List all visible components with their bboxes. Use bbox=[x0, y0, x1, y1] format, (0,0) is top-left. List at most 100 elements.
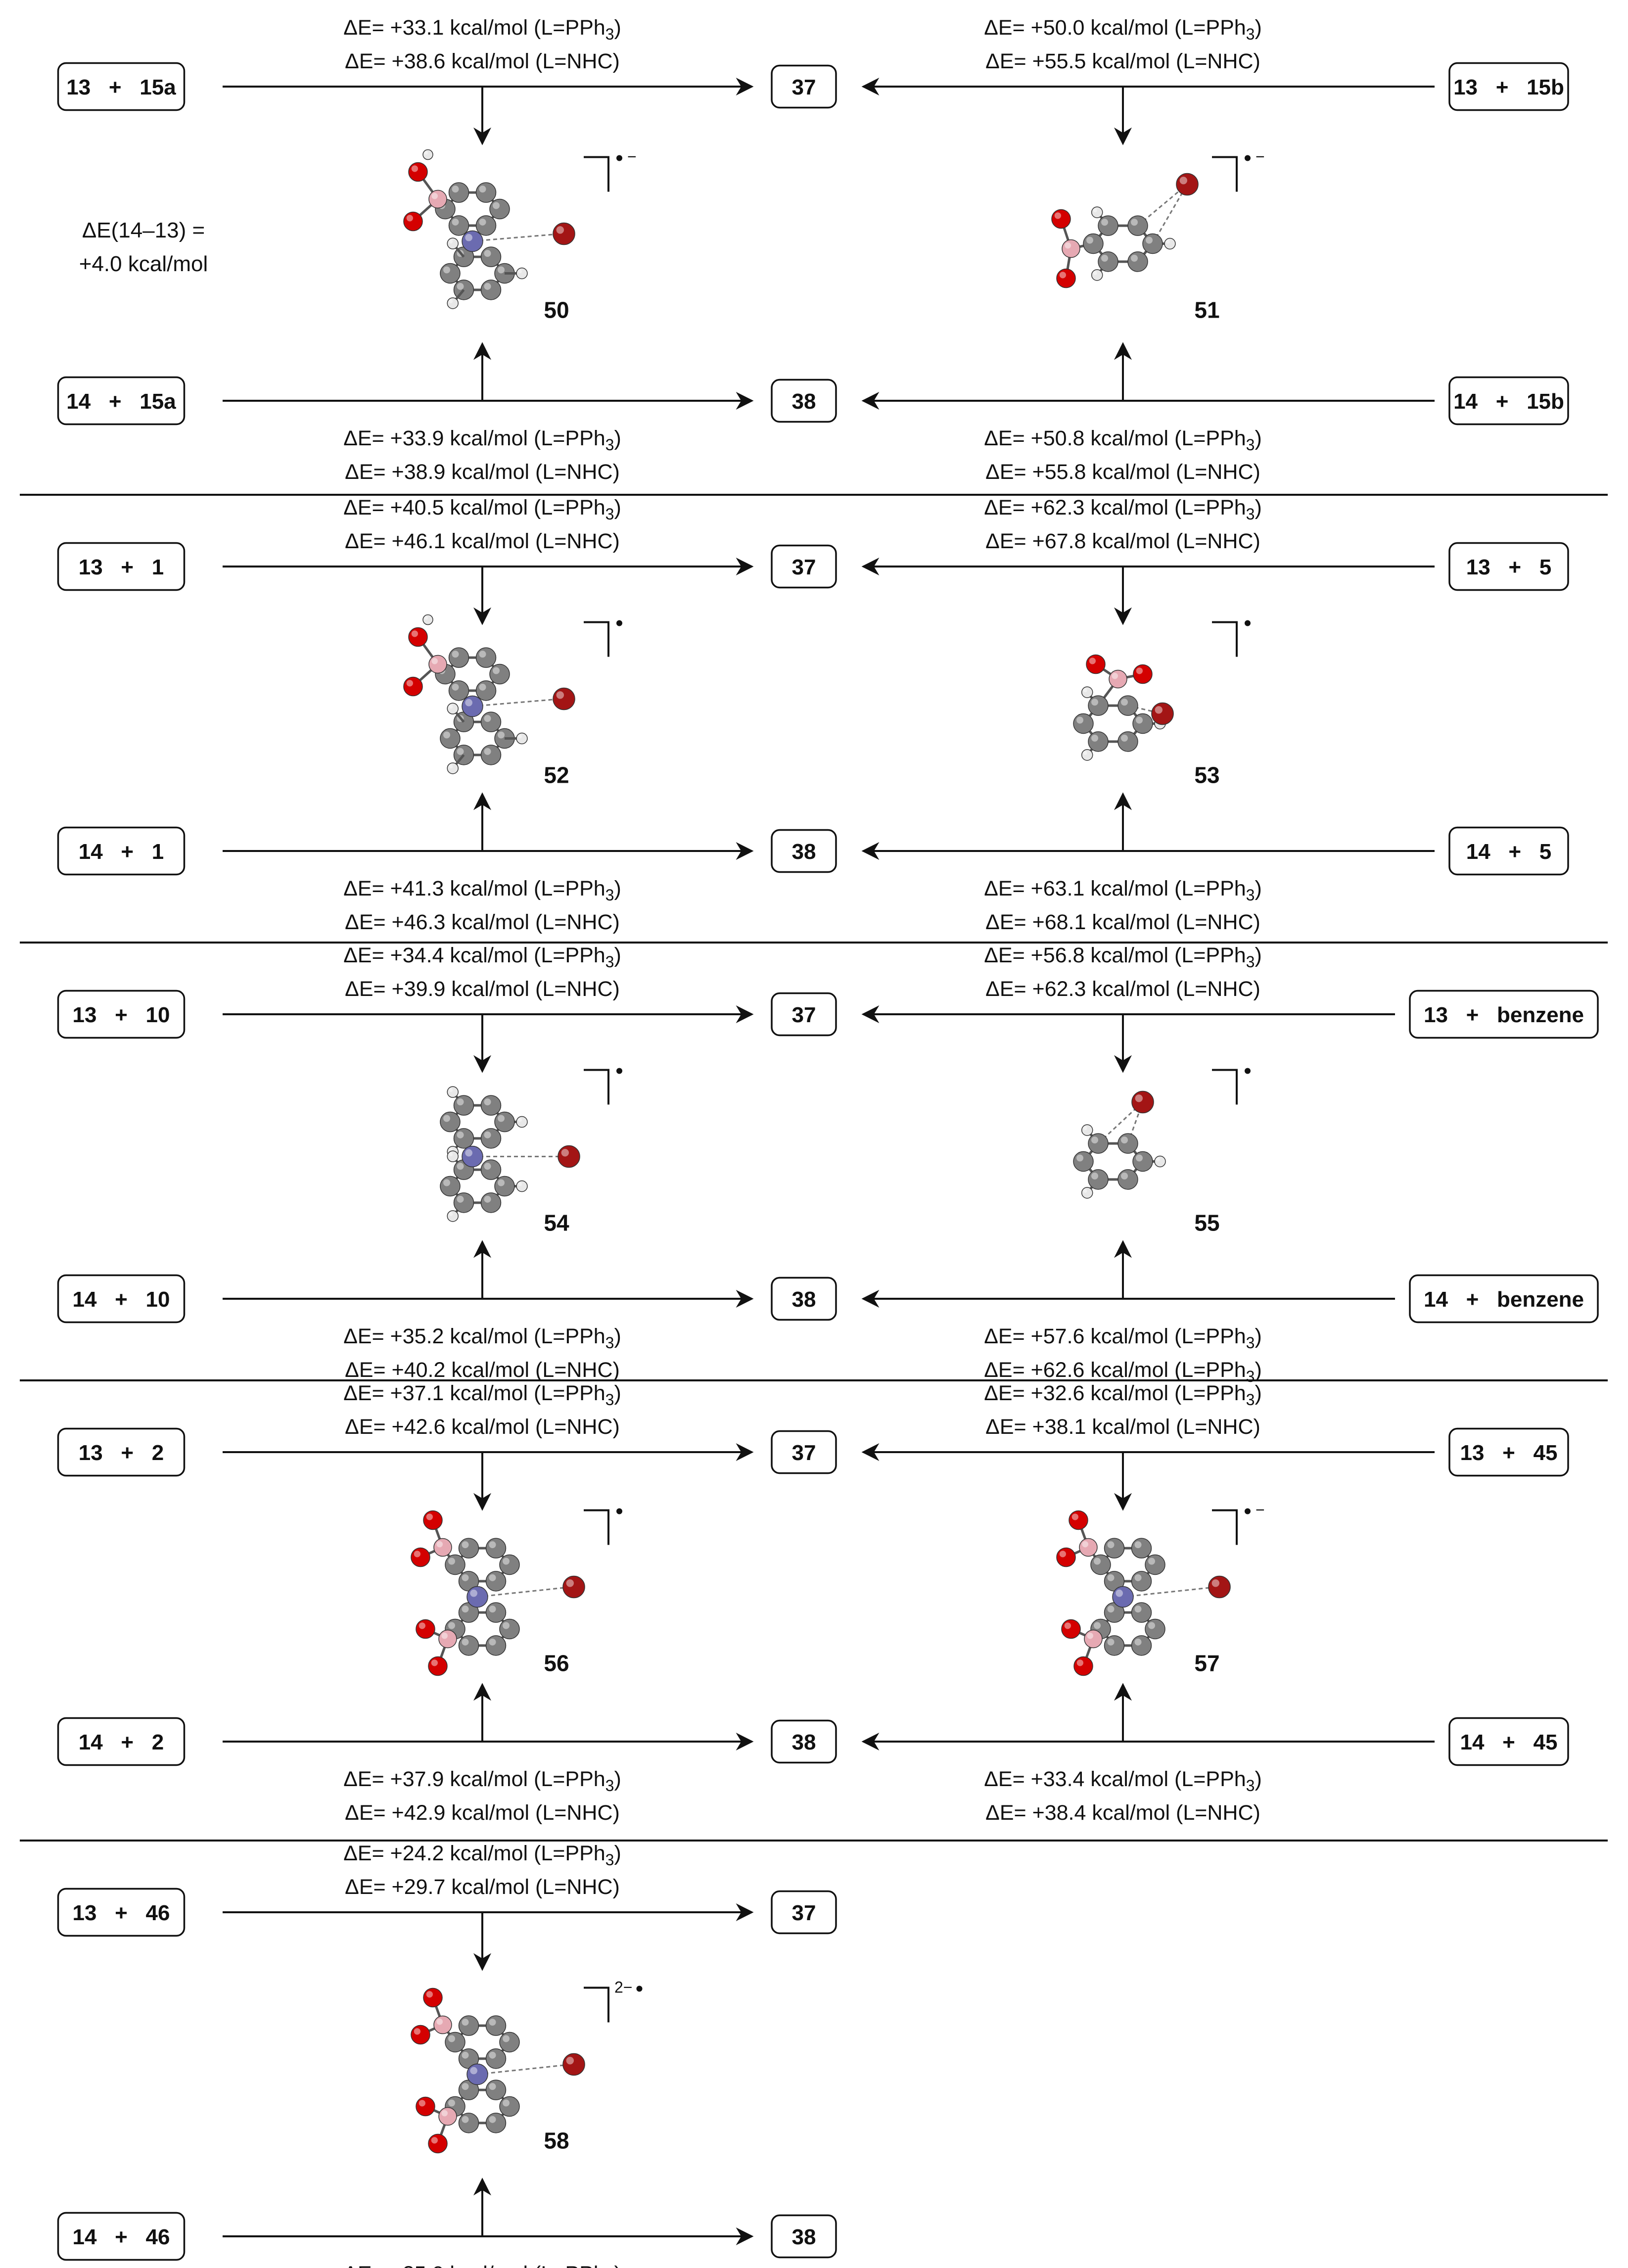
nitrogen-atom bbox=[466, 2063, 488, 2085]
atom-highlight bbox=[1089, 658, 1096, 664]
energy-top-left-2: ΔE= +46.1 kcal/mol (L=NHC) bbox=[345, 529, 620, 553]
product-box-top-left-label: 37 bbox=[792, 1003, 816, 1027]
charge-right-radical-dot bbox=[1245, 1508, 1251, 1514]
energy-top-right-1: ΔE= +56.8 kcal/mol (L=PPh3) bbox=[984, 944, 1262, 971]
atom-highlight bbox=[484, 748, 491, 755]
carbon-atom bbox=[1088, 695, 1109, 716]
carbon-atom bbox=[480, 1128, 502, 1149]
atom-highlight bbox=[411, 165, 418, 172]
interaction-bond bbox=[1122, 1586, 1217, 1598]
atom-highlight bbox=[1146, 236, 1153, 244]
reactant-box-top-right bbox=[1448, 542, 1569, 591]
intermediate-label-left: 54 bbox=[544, 1210, 569, 1236]
hydrogen-atom bbox=[1081, 749, 1093, 761]
boron-atom bbox=[1109, 669, 1127, 689]
atom-highlight bbox=[489, 1638, 496, 1646]
atom-highlight bbox=[448, 1622, 455, 1629]
interaction-bond bbox=[477, 2064, 572, 2075]
atom-highlight bbox=[1112, 672, 1118, 679]
oxygen-atom bbox=[411, 1547, 430, 1567]
carbon-atom bbox=[448, 215, 469, 236]
atom-highlight bbox=[1107, 1638, 1115, 1646]
charge-left-radical-dot bbox=[616, 620, 622, 626]
carbon-atom bbox=[499, 1618, 520, 1640]
atom-highlight bbox=[426, 1513, 433, 1520]
interaction-bond bbox=[472, 233, 562, 242]
atom-highlight bbox=[1179, 177, 1187, 185]
atom-highlight bbox=[462, 2019, 469, 2026]
carbon-atom bbox=[485, 2113, 507, 2133]
carbon-atom bbox=[448, 647, 469, 668]
atom-highlight bbox=[489, 2083, 496, 2090]
product-box-bottom-left-label: 38 bbox=[792, 2225, 816, 2249]
hydrogen-atom bbox=[1081, 1124, 1093, 1136]
energy-bottom-left-1: ΔE= +35.2 kcal/mol (L=PPh3) bbox=[343, 1324, 621, 1352]
atom-highlight bbox=[498, 1179, 505, 1186]
atom-highlight bbox=[431, 1659, 438, 1666]
energy-top-right-2: ΔE= +62.3 kcal/mol (L=NHC) bbox=[985, 977, 1260, 1001]
energy-top-left-2: ΔE= +39.9 kcal/mol (L=NHC) bbox=[345, 977, 620, 1001]
reactant-box-bottom-left bbox=[57, 376, 186, 425]
atom-highlight bbox=[503, 2099, 510, 2107]
reactant-box-top-left-label: 13 + 10 bbox=[73, 1003, 170, 1027]
energy-bottom-right-1: ΔE= +57.6 kcal/mol (L=PPh3) bbox=[984, 1324, 1262, 1352]
atom-highlight bbox=[1131, 219, 1138, 226]
carbon-atom bbox=[445, 1554, 465, 1575]
carbon-atom bbox=[1117, 1169, 1138, 1190]
carbon-atom bbox=[1131, 1571, 1152, 1592]
reactant-box-top-left-label: 13 + 2 bbox=[79, 1441, 164, 1465]
atom-highlight bbox=[1134, 1574, 1142, 1581]
energy-top-right-2: ΔE= +55.5 kcal/mol (L=NHC) bbox=[985, 49, 1260, 73]
energy-bottom-left-2: ΔE= +38.9 kcal/mol (L=NHC) bbox=[345, 460, 620, 484]
carbon-atom bbox=[494, 1111, 515, 1133]
carbon-atom bbox=[480, 280, 502, 300]
atom-highlight bbox=[479, 683, 486, 691]
product-box-bottom-left-label: 38 bbox=[792, 1730, 816, 1754]
charge-left-bracket bbox=[584, 1069, 609, 1105]
energy-bottom-left-1: ΔE= +37.9 kcal/mol (L=PPh3) bbox=[343, 1767, 621, 1795]
atom-highlight bbox=[1107, 1606, 1115, 1613]
atom-highlight bbox=[1083, 751, 1087, 755]
hydrogen-atom bbox=[447, 762, 459, 774]
atom-highlight bbox=[518, 1182, 522, 1186]
atom-highlight bbox=[462, 1574, 469, 1581]
atom-highlight bbox=[498, 1115, 505, 1122]
atom-highlight bbox=[411, 630, 418, 637]
energy-bottom-left-2: ΔE= +42.9 kcal/mol (L=NHC) bbox=[345, 1801, 620, 1825]
hydrogen-atom bbox=[1091, 206, 1103, 218]
intermediate-label-right: 57 bbox=[1194, 1651, 1219, 1676]
atom-highlight bbox=[449, 705, 453, 709]
atom-highlight bbox=[1148, 1622, 1155, 1629]
product-box-top-left bbox=[771, 992, 837, 1037]
reactant-box-bottom-right-label: 14 + 15b bbox=[1453, 389, 1564, 414]
atom-highlight bbox=[1071, 1513, 1079, 1520]
interaction-bond bbox=[477, 1586, 572, 1598]
carbon-atom bbox=[480, 1095, 502, 1116]
product-box-bottom-left bbox=[771, 378, 837, 423]
carbon-atom bbox=[1132, 1151, 1153, 1172]
oxygen-atom bbox=[1056, 1547, 1076, 1567]
carbon-atom bbox=[1117, 731, 1138, 752]
hydrogen-atom bbox=[422, 149, 433, 160]
reactant-box-top-left-label: 13 + 46 bbox=[73, 1901, 170, 1925]
carbon-atom bbox=[448, 680, 469, 701]
atom-highlight bbox=[436, 2018, 443, 2025]
atom-highlight bbox=[449, 299, 453, 303]
atom-highlight bbox=[489, 1541, 496, 1549]
intermediate-label-left: 52 bbox=[544, 762, 569, 788]
atom-highlight bbox=[489, 1574, 496, 1581]
atom-highlight bbox=[457, 748, 464, 755]
boron-atom bbox=[428, 655, 447, 674]
energy-top-left-2: ΔE= +29.7 kcal/mol (L=NHC) bbox=[345, 1875, 620, 1899]
intermediate-label-left: 56 bbox=[544, 1651, 569, 1676]
oxygen-atom bbox=[408, 162, 428, 182]
atom-highlight bbox=[436, 1541, 443, 1548]
reactant-box-top-left bbox=[57, 1888, 186, 1937]
carbon-atom bbox=[485, 1538, 507, 1559]
carbon-atom bbox=[485, 1635, 507, 1656]
atom-highlight bbox=[561, 1149, 569, 1157]
energy-bottom-right-2: ΔE= +68.1 kcal/mol (L=NHC) bbox=[985, 910, 1260, 934]
atom-highlight bbox=[566, 1579, 574, 1587]
oxygen-atom bbox=[1056, 268, 1076, 288]
product-box-top-left-label: 37 bbox=[792, 1901, 816, 1925]
